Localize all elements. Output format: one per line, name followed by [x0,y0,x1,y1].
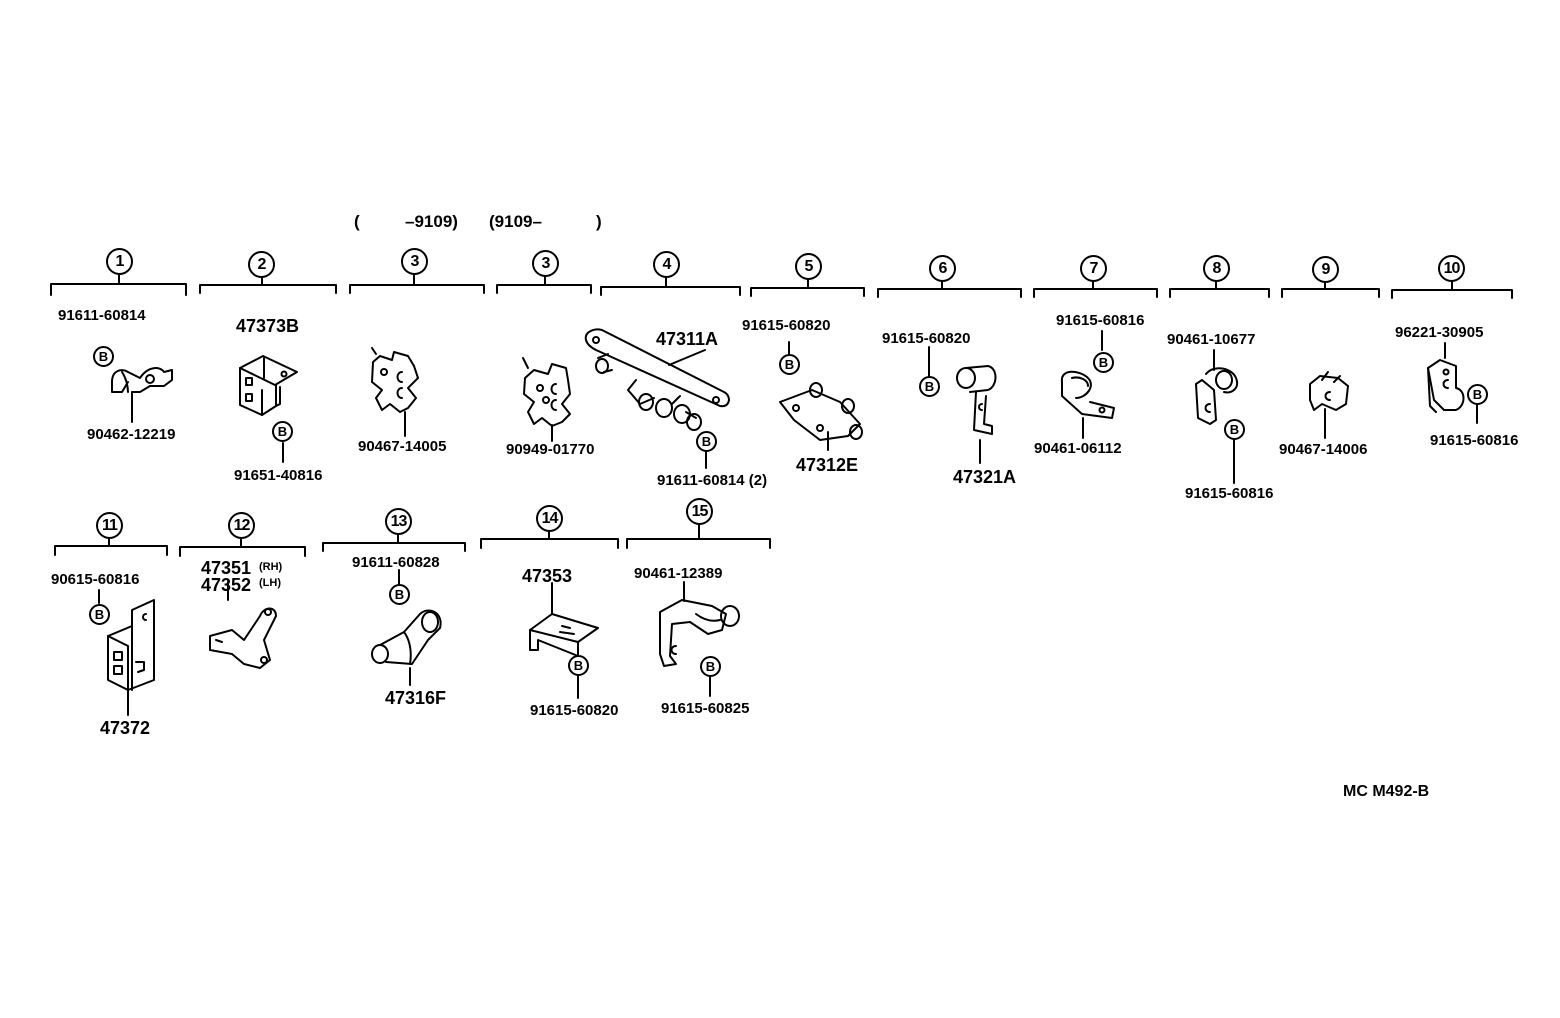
group-number-14: 14 [536,505,563,532]
part-label-96221-30905: 96221-30905 [1395,324,1484,341]
group-number-5: 5 [795,253,822,280]
part-15-clip-drawing [659,599,740,667]
part-1-clip-drawing [111,367,173,393]
part-label-47351: 47351 [201,558,252,578]
part-14-bracket-drawing [529,613,599,657]
part-6-bracket-drawing [956,365,997,435]
part-label-91615-60816-8: 91615-60816 [1185,485,1274,502]
part-12-bracket-drawing [209,607,277,669]
header-open-paren: ( [354,212,360,231]
group-number-9: 9 [1312,256,1339,283]
diagram-code: MC M492-B [1343,783,1430,800]
bolt-badge-1: B [93,346,114,367]
part-8-clip-drawing [1195,367,1238,425]
part-10-clip-drawing [1427,359,1465,413]
part-label-lh-tag: (LH) [259,577,281,589]
bolt-badge-13: B [389,584,410,605]
part-label-91611-60814-x2: 91611-60814 (2) [657,472,768,489]
bolt-badge-5: B [779,354,800,375]
part-label-91615-60825: 91615-60825 [661,700,750,717]
part-label-47353: 47353 [522,566,573,586]
part-label-91615-60820-6: 91615-60820 [882,330,971,347]
header-range-right: (9109– [489,212,542,231]
part-5-bracket-drawing [779,382,863,441]
bolt-badge-4: B [696,431,717,452]
part-label-91611-60814-top: 91611-60814 [58,307,146,324]
part-label-90949-01770: 90949-01770 [506,441,595,458]
part-7-clip-drawing [1060,370,1115,419]
group-brackets [50,273,1513,557]
part-label-91611-60828: 91611-60828 [352,554,440,571]
part-9-clip-drawing [1309,371,1349,411]
group-number-7: 7 [1080,255,1107,282]
bolt-badge-15: B [700,656,721,677]
part-label-90467-14006: 90467-14006 [1279,441,1368,458]
group-number-11: 11 [96,512,123,539]
group-number-8: 8 [1203,255,1230,282]
bolt-badge-10: B [1467,384,1488,405]
part-label-90461-10677: 90461-10677 [1167,331,1256,348]
group-number-3b: 3 [532,250,559,277]
part-2-bracket-drawing [239,355,298,416]
part-label-91615-60816-10: 91615-60816 [1430,432,1519,449]
part-label-rh-tag: (RH) [259,561,283,573]
part-label-90467-14005: 90467-14005 [358,438,447,455]
group-number-12: 12 [228,512,255,539]
part-4-bracket-drawing [584,328,730,431]
part-label-91615-60820-5: 91615-60820 [742,317,831,334]
part-label-47372: 47372 [100,718,151,738]
header-close-paren: ) [596,212,602,231]
group-number-3a: 3 [401,248,428,275]
bolt-badge-2: B [272,421,293,442]
bolt-badge-11: B [89,604,110,625]
part-label-47321a: 47321A [953,467,1017,487]
part-label-90461-12389: 90461-12389 [634,565,723,582]
part-3a-clip-drawing [371,347,419,413]
part-3b-clip-drawing [522,357,571,427]
group-number-4: 4 [653,251,680,278]
bolt-badge-6: B [919,376,940,397]
part-label-91615-60820-14: 91615-60820 [530,702,619,719]
part-label-47316f: 47316F [385,688,447,708]
part-11-bracket-drawing [107,599,155,691]
group-number-2: 2 [248,251,275,278]
group-number-13: 13 [385,508,412,535]
part-label-47312e: 47312E [796,455,859,475]
part-label-47352: 47352 [201,575,252,595]
part-label-47373b: 47373B [236,316,300,336]
header-range-left: –9109) [405,212,458,231]
bolt-badge-8: B [1224,419,1245,440]
part-label-90615-60816: 90615-60816 [51,571,140,588]
part-label-47311a: 47311A [656,329,719,349]
group-number-15: 15 [686,498,713,525]
leader-lines [98,330,1478,716]
group-number-10: 10 [1438,255,1465,282]
bolt-badge-14: B [568,655,589,676]
part-label-90462-12219: 90462-12219 [87,426,176,443]
group-number-6: 6 [929,255,956,282]
part-label-91651-40816: 91651-40816 [234,467,323,484]
part-label-90461-06112: 90461-06112 [1034,440,1122,457]
bolt-badge-7: B [1093,352,1114,373]
group-number-1: 1 [106,248,133,275]
part-label-91615-60816-7: 91615-60816 [1056,312,1145,329]
